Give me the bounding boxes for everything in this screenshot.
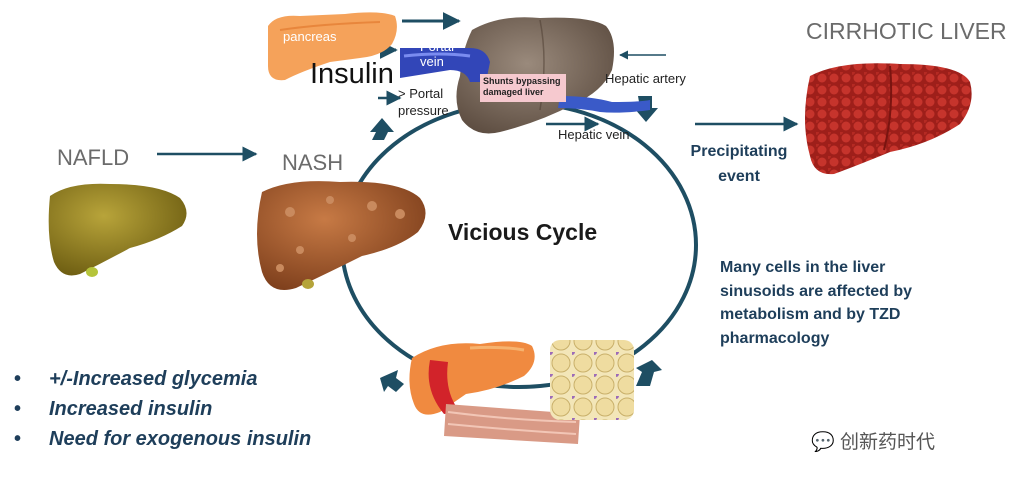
- pancreas-label: pancreas: [283, 29, 337, 44]
- watermark-text: 创新药时代: [839, 432, 935, 453]
- bullet-item: • Need for exogenous insulin: [14, 424, 311, 454]
- cycle-arrow-bottom-right: [636, 360, 662, 386]
- nash-liver-image: [257, 181, 426, 290]
- cells-note: Many cells in the liver sinusoids are af…: [720, 256, 912, 351]
- precipitating-event-label: Precipitating event: [690, 143, 788, 185]
- cycle-arrow-top-left: [370, 118, 394, 140]
- bullet-dot: •: [14, 428, 22, 450]
- bullet-text: +/-Increased glycemia: [49, 368, 258, 390]
- cells-note-line: Many cells in the liver: [720, 259, 886, 276]
- fat-cells-image: [550, 340, 634, 420]
- bottom-pancreas-image: [409, 341, 535, 415]
- bullet-item: • Increased insulin: [14, 394, 311, 424]
- nafld-liver-image: [48, 183, 187, 276]
- cirrhotic-liver-label: CIRRHOTIC LIVER: [806, 18, 1007, 44]
- wechat-icon: 💬: [811, 432, 840, 453]
- cirrhotic-liver-image: [805, 63, 972, 175]
- cells-note-line: metabolism and by TZD: [720, 306, 901, 324]
- nafld-label: NAFLD: [57, 145, 130, 170]
- bullet-text: Need for exogenous insulin: [49, 428, 312, 450]
- bullet-list: • +/-Increased glycemia • Increased insuli…: [14, 364, 311, 454]
- bullet-item: • +/-Increased glycemia: [14, 364, 311, 394]
- cycle-arrow-bottom-left: [380, 370, 404, 392]
- cells-note-line: pharmacology: [720, 330, 830, 348]
- insulin-label: Insulin: [310, 58, 394, 90]
- bullet-text: Increased insulin: [49, 398, 213, 420]
- watermark: 💬 创新药时代: [811, 432, 935, 454]
- nash-label: NASH: [282, 150, 344, 175]
- bullet-dot: •: [14, 368, 22, 390]
- pancreas-image: [268, 12, 397, 81]
- portal-pressure-label: > Portal pressure: [398, 86, 449, 118]
- portal-vein-label: Portal vein: [420, 39, 454, 69]
- hepatic-vein-label: Hepatic vein: [558, 127, 630, 142]
- cells-note-line: sinusoids are affected by: [720, 282, 913, 300]
- hepatic-vein-image: [558, 96, 650, 113]
- hepatic-artery-label: Hepatic artery: [605, 71, 686, 86]
- vicious-cycle-label: Vicious Cycle: [448, 219, 598, 245]
- bullet-dot: •: [14, 398, 22, 420]
- shunts-label: Shunts bypassing damaged liver: [480, 74, 566, 102]
- muscle-image: [444, 404, 580, 444]
